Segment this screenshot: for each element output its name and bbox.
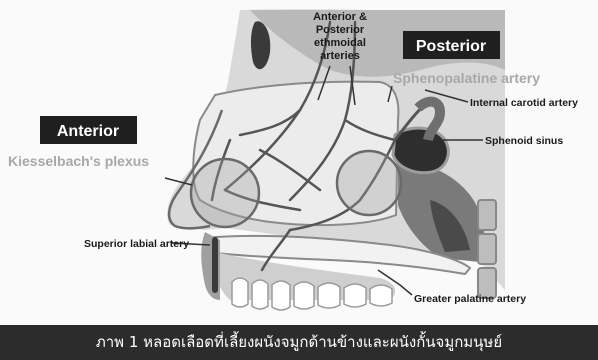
svg-text:arteries: arteries <box>320 50 360 62</box>
svg-text:Anterior &: Anterior & <box>313 11 367 23</box>
figure-caption: ภาพ 1 หลอดเลือดที่เลี้ยงผนังจมูกด้านข้าง… <box>0 325 598 360</box>
anterior-label: Anterior <box>57 123 119 140</box>
sphenopalatine-artery-label: Sphenopalatine artery <box>393 70 540 86</box>
posterior-label: Posterior <box>416 38 486 55</box>
sphenopalatine-area-circle <box>337 151 401 215</box>
kiesselbachs-plexus-label: Kiesselbach's plexus <box>8 153 149 169</box>
svg-text:Posterior: Posterior <box>316 24 365 36</box>
superior-labial-artery-label: Superior labial artery <box>84 238 189 250</box>
greater-palatine-artery-label: Greater palatine artery <box>414 293 526 305</box>
internal-carotid-artery-label: Internal carotid artery <box>470 97 578 109</box>
svg-text:ethmoidal: ethmoidal <box>314 37 366 49</box>
sphenoid-sinus-label: Sphenoid sinus <box>485 135 563 147</box>
kiesselbach-plexus-circle <box>191 159 259 227</box>
ethmoidal-arteries-label: Anterior & Posterior ethmoidal arteries <box>313 11 367 62</box>
nasal-anatomy-diagram: Anterior & Posterior ethmoidal arteries … <box>0 0 598 325</box>
